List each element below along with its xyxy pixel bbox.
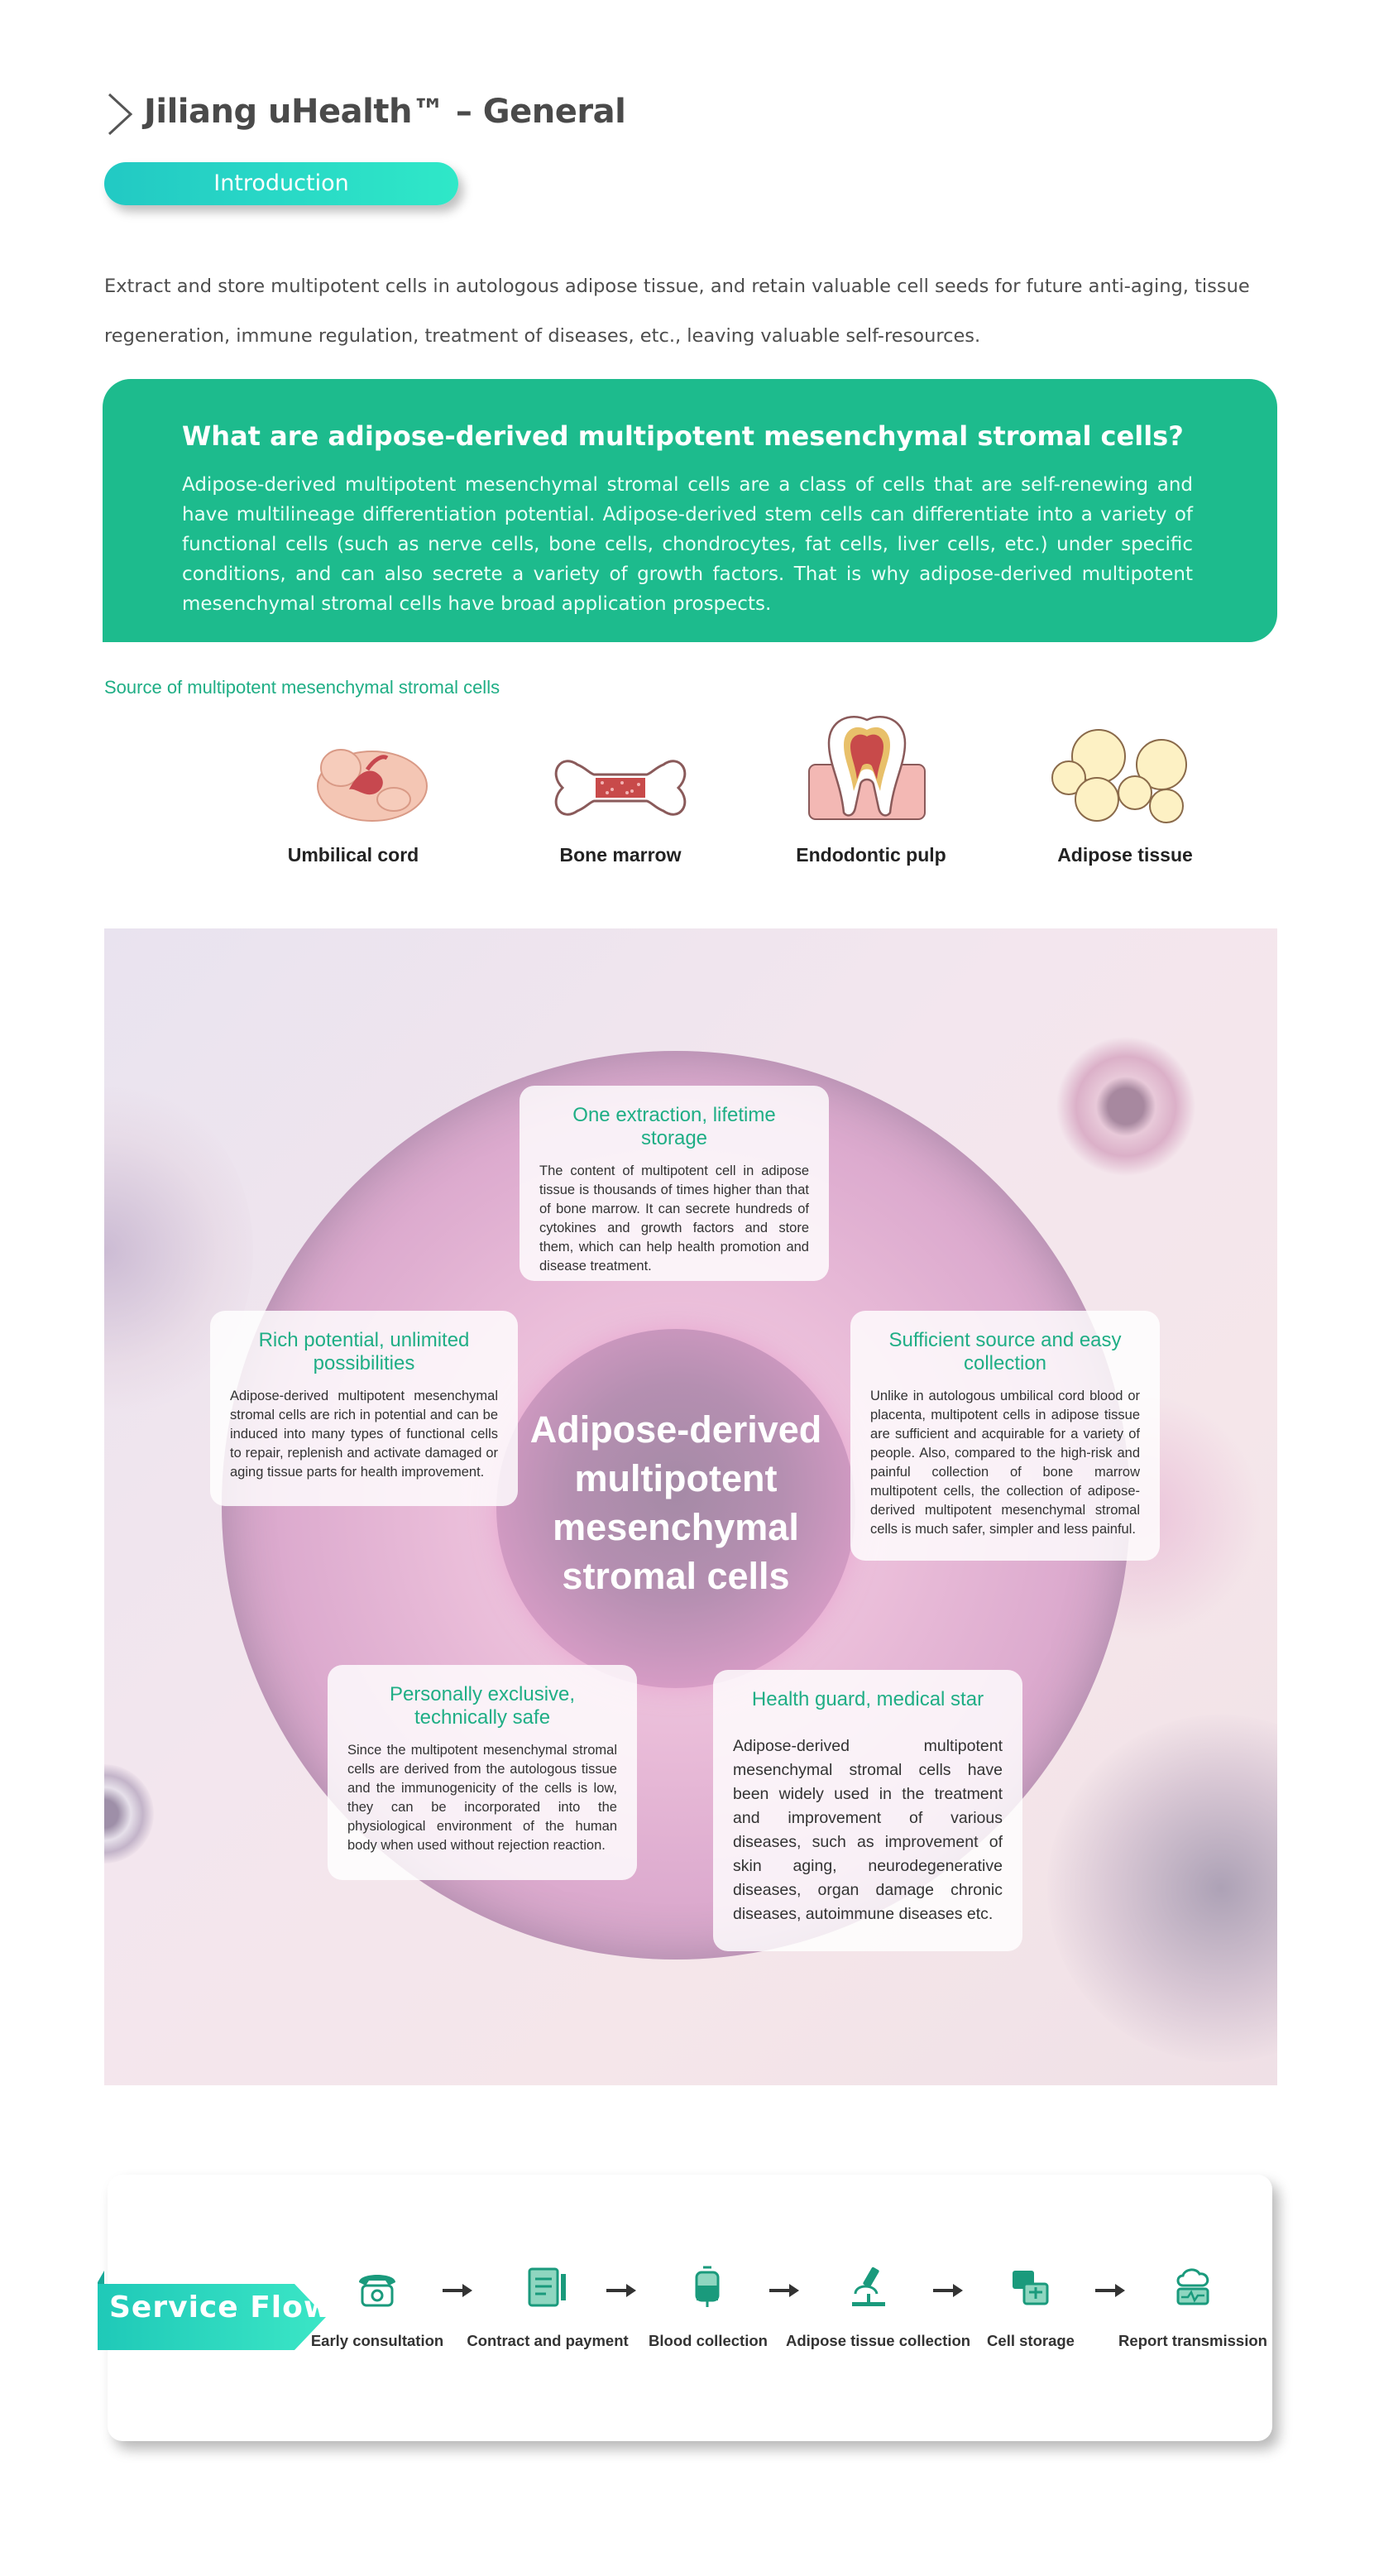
source-label-adipose-tissue: Adipose tissue: [1057, 844, 1193, 866]
page-title: Jiliang uHealth™ – General: [144, 93, 626, 131]
step-label-cell-storage: Cell storage: [987, 2332, 1075, 2349]
storage-icon: [1013, 2271, 1049, 2305]
step-label-report-transmission: Report transmission: [1118, 2332, 1267, 2349]
card-text: Adipose-derived multipotent mesenchymal …: [230, 1389, 498, 1480]
sources-heading: Source of multipotent mesenchymal stroma…: [104, 677, 500, 698]
card-rich-potential: Rich potential, unlimited possibilities …: [210, 1311, 518, 1506]
definition-text: Adipose-derived multipotent mesenchymal …: [182, 474, 1193, 615]
card-text: Since the multipotent mesenchymal stroma…: [347, 1743, 617, 1853]
cell-illustration-panel: Adipose-derived multipotent mesenchymal …: [104, 928, 1277, 2085]
card-title: Sufficient source and easy collection: [888, 1329, 1122, 1374]
step-label-blood-collection: Blood collection: [649, 2332, 768, 2349]
arrow-right-icon: [443, 2284, 472, 2297]
card-title: Rich potential, unlimited possibilities: [258, 1329, 470, 1374]
source-label-bone-marrow: Bone marrow: [559, 844, 682, 866]
arrow-right-icon: [769, 2284, 799, 2297]
service-flow-label: Service Flow: [109, 2291, 333, 2324]
fat-cells-icon: [1051, 729, 1187, 823]
background-cell-top-right: [1056, 1036, 1196, 1177]
arrow-right-icon: [1095, 2284, 1125, 2297]
service-flow-tab: [98, 2271, 326, 2350]
tooth-icon: [808, 716, 926, 820]
background-blur-bottom-right: [1047, 1715, 1277, 2062]
cell-nucleus: [496, 1329, 855, 1688]
definition-box: [103, 379, 1277, 642]
definition-title: What are adipose-derived multipotent mes…: [182, 420, 1184, 452]
bone-icon: [554, 760, 687, 816]
card-exclusive-safe: Personally exclusive, technically safe S…: [328, 1665, 637, 1880]
chevron-right-icon: [108, 93, 133, 136]
card-sufficient-source: Sufficient source and easy collection Un…: [850, 1311, 1160, 1561]
center-title: Adipose-derived multipotent mesenchymal …: [529, 1408, 822, 1597]
microscope-icon: [852, 2267, 885, 2306]
card-title: Personally exclusive, technically safe: [389, 1683, 576, 1729]
introduction-tab[interactable]: Introduction: [104, 162, 458, 205]
arrow-right-icon: [606, 2284, 636, 2297]
cloud-report-icon: [1176, 2268, 1209, 2305]
blood-bag-icon: [695, 2266, 720, 2307]
background-cell-left: [104, 1764, 154, 1864]
source-label-endodontic-pulp: Endodontic pulp: [796, 844, 946, 866]
card-text: Unlike in autologous umbilical cord bloo…: [870, 1389, 1140, 1537]
telephone-icon: [359, 2275, 395, 2307]
card-title: Health guard, medical star: [751, 1688, 984, 1710]
intro-paragraph: Extract and store multipotent cells in a…: [104, 276, 1250, 347]
card-text: The content of multipotent cell in adipo…: [539, 1163, 809, 1274]
card-title: One extraction, lifetime storage: [572, 1104, 776, 1149]
source-label-umbilical-cord: Umbilical cord: [287, 844, 419, 866]
contract-icon: [528, 2267, 566, 2307]
arrow-right-icon: [933, 2284, 963, 2297]
step-label-early-consultation: Early consultation: [310, 2332, 444, 2349]
step-label-contract-payment: Contract and payment: [467, 2332, 629, 2349]
card-health-guard: Health guard, medical star Adipose-deriv…: [713, 1670, 1022, 1951]
card-text: Adipose-derived multipotent mesenchymal …: [733, 1737, 1003, 1923]
card-lifetime-storage: One extraction, lifetime storage The con…: [520, 1086, 829, 1281]
umbilical-cord-icon: [317, 749, 428, 822]
step-label-adipose-collection: Adipose tissue collection: [786, 2332, 971, 2349]
